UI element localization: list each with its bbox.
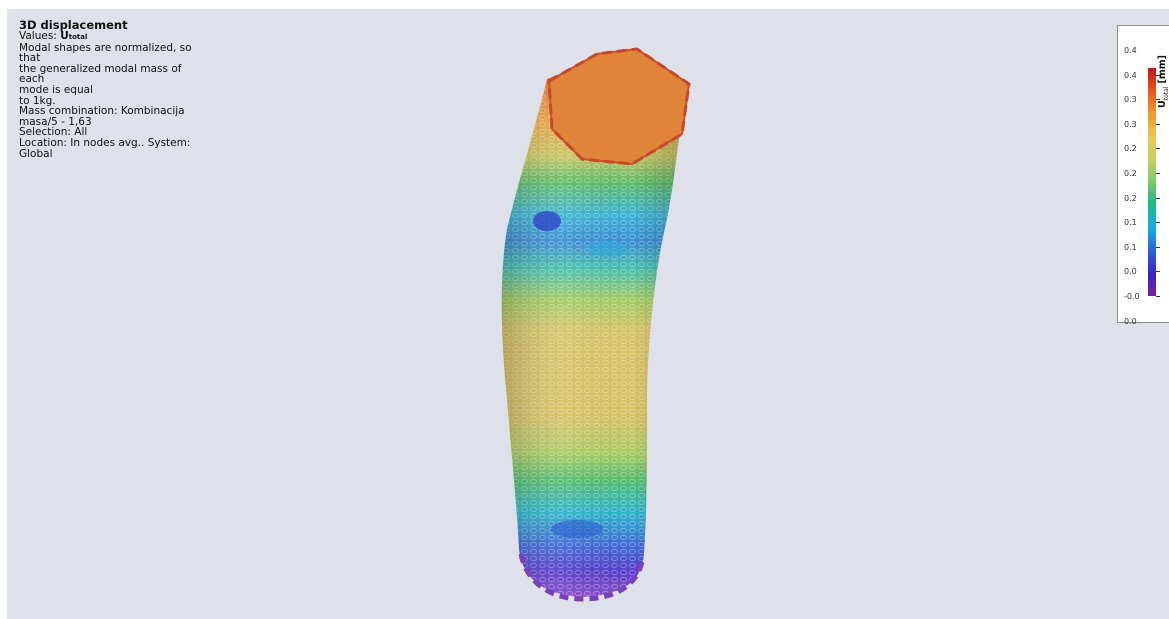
info-line: Global [19,147,53,160]
legend-tick [1156,296,1160,297]
legend-tick [1156,74,1160,76]
tower-shading [501,65,687,598]
result-info-panel: 3D displacement Values: Utotal Modal sha… [19,19,209,159]
info-line: Location: In nodes avg.. System: [19,136,191,149]
legend-value-label: 0.1 [1124,218,1137,228]
values-subscript: total [68,33,88,41]
legend-symbol: U [1157,100,1168,108]
deformation-hotspot [533,211,561,231]
legend-tick [1156,222,1160,224]
tower-mesh-model[interactable] [7,9,1169,619]
legend-subscript: total [1162,86,1169,101]
legend-value-label: 0.2 [1124,144,1137,154]
info-line: to 1kg. [19,94,56,107]
legend-tick [1156,99,1160,101]
deformation-hotspot [551,520,603,538]
legend-value-label: 0.2 [1124,169,1137,178]
values-symbol: U [60,30,69,42]
info-line: Selection: All [19,126,88,139]
legend-tick [1156,173,1160,174]
legend-value-label: 0.3 [1124,95,1137,105]
legend-value-label: 0.4 [1124,70,1137,80]
legend-value-label: -0.0 [1124,292,1140,301]
legend-value-label: 0.4 [1124,46,1137,55]
legend-value-label: 0.0 [1124,316,1137,326]
legend-tick [1156,123,1160,125]
legend-tick [1156,246,1160,248]
info-line: masa/5 - 1,63 [19,115,92,128]
info-line: the generalized modal mass of each [19,62,182,86]
legend-unit: [mm] [1157,55,1168,84]
info-line: Modal shapes are normalized, so that [19,41,192,65]
tower-top-rim [547,47,691,166]
legend-tick [1156,271,1160,273]
tower-bottom-rim [518,553,646,602]
legend-value-label: 0.3 [1124,119,1137,129]
legend-tick [1156,148,1160,150]
legend-value-label: 0.1 [1124,242,1137,252]
info-line: Mass combination: Kombinacija [19,105,185,118]
3d-viewport[interactable]: 3D displacement Values: Utotal Modal sha… [7,9,1169,619]
values-line: Values: Utotal [19,31,209,43]
deformation-hotspot [587,241,627,257]
legend-color-bar [1148,68,1156,296]
info-line: mode is equal [19,83,93,96]
legend-value-label: 0.2 [1124,193,1137,203]
legend-tick [1156,197,1160,199]
legend-value-label: 0.0 [1124,267,1137,277]
color-scale-legend: Utotal [mm] 0.4 0.4 0.3 0.3 0.2 0.2 0.2 0.1 0.1 0… [1117,25,1169,326]
values-prefix: Values: [19,30,61,42]
result-title: 3D displacement [19,18,128,32]
